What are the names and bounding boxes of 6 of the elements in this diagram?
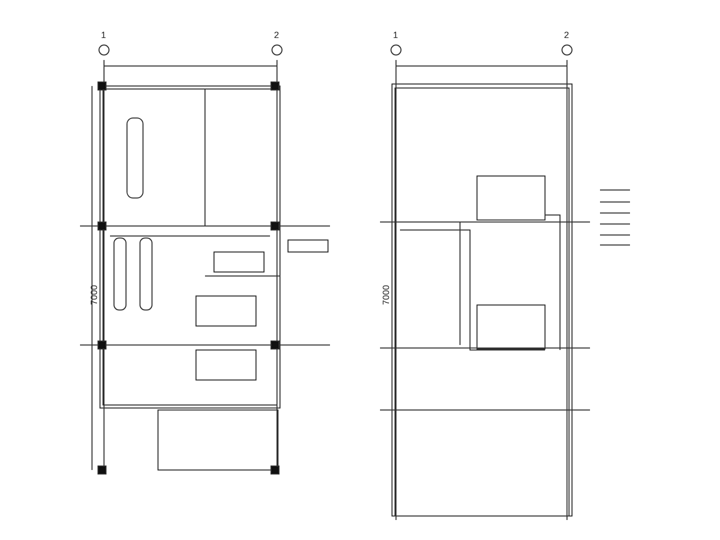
dimension-text: 7000: [381, 284, 392, 306]
axis-number: 1: [393, 30, 398, 40]
axis-number: 1: [101, 30, 106, 40]
axis-number: 2: [274, 30, 280, 40]
axis-number: 2: [564, 30, 570, 40]
dimension-text: 7000: [89, 284, 100, 306]
